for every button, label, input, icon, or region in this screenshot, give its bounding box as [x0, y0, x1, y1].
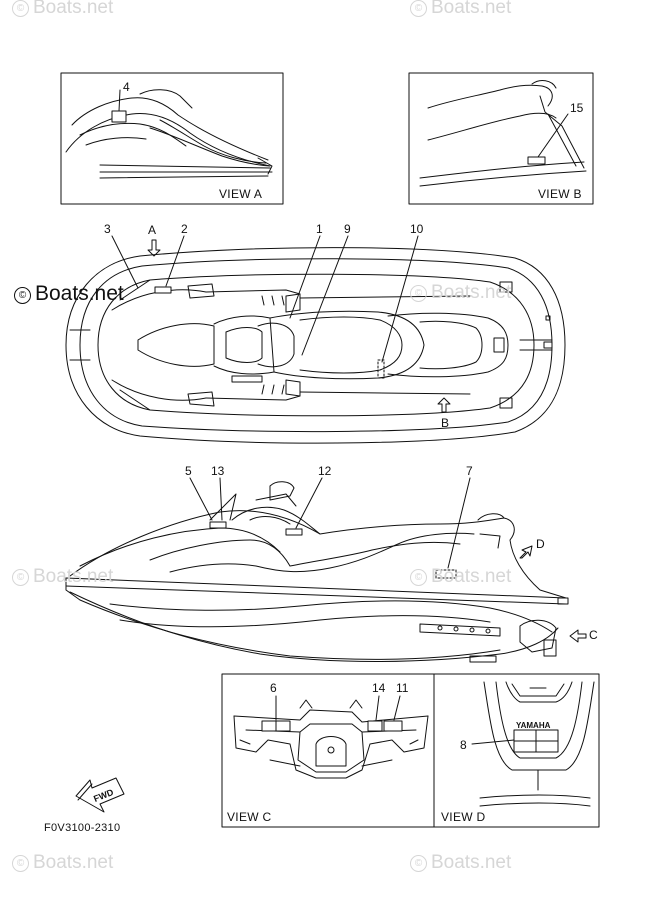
- watermark: ©Boats.net: [410, 566, 511, 588]
- watermark: ©Boats.net: [410, 0, 511, 19]
- view-c-letter: C: [589, 628, 598, 642]
- view-c-label: VIEW C: [227, 810, 272, 824]
- view-d-arrow: [519, 545, 533, 559]
- callout-8: 8: [460, 738, 467, 752]
- watermark: ©Boats.net: [12, 566, 113, 588]
- view-a-detail: [65, 89, 273, 179]
- drawing-code: F0V3100-2310: [44, 822, 121, 834]
- callout-7: 7: [466, 464, 473, 478]
- view-c-arrow: [569, 629, 587, 643]
- copyright-icon: ©: [410, 285, 427, 302]
- watermark: ©Boats.net: [410, 852, 511, 874]
- yamaha-plate-text: YAMAHA: [516, 721, 551, 730]
- view-d-letter: D: [536, 537, 545, 551]
- callout-11: 11: [396, 681, 409, 695]
- callout-4: 4: [123, 80, 130, 94]
- view-d-label: VIEW D: [441, 810, 486, 824]
- callout-2: 2: [181, 222, 188, 236]
- view-b-letter: B: [441, 416, 449, 430]
- view-a-label: VIEW A: [219, 187, 263, 201]
- watermark: ©Boats.net: [410, 282, 511, 304]
- top-view-leaders: [111, 235, 451, 413]
- copyright-icon: ©: [410, 855, 427, 872]
- callout-5: 5: [185, 464, 192, 478]
- side-view-hull: [65, 481, 569, 663]
- view-c-detail: [233, 695, 429, 779]
- view-b-frame: [408, 72, 594, 205]
- copyright-icon: ©: [410, 0, 427, 17]
- callout-6: 6: [270, 681, 277, 695]
- view-b-detail: [419, 80, 587, 187]
- callout-14: 14: [372, 681, 386, 695]
- view-cd-frame: [221, 673, 600, 828]
- copyright-icon: ©: [12, 0, 29, 17]
- callout-3: 3: [104, 222, 111, 236]
- copyright-icon: ©: [410, 569, 427, 586]
- callout-10: 10: [410, 222, 424, 236]
- top-view-hull: [65, 247, 566, 444]
- view-a-frame: [60, 72, 284, 205]
- view-a-letter: A: [148, 223, 156, 237]
- view-b-label: VIEW B: [538, 187, 582, 201]
- watermark: ©Boats.net: [12, 0, 113, 19]
- callout-12: 12: [318, 464, 332, 478]
- view-a-arrow: [147, 239, 161, 257]
- callout-13: 13: [211, 464, 225, 478]
- callout-9: 9: [344, 222, 351, 236]
- watermark: ©Boats.net: [12, 852, 113, 874]
- callout-1: 1: [316, 222, 323, 236]
- fwd-arrow-icon: [75, 777, 125, 813]
- copyright-icon: ©: [14, 287, 31, 304]
- callout-15: 15: [570, 101, 584, 115]
- watermark: ©Boats.net: [14, 282, 124, 306]
- view-d-detail: [471, 681, 595, 807]
- copyright-icon: ©: [12, 855, 29, 872]
- side-view-leaders: [189, 477, 587, 643]
- copyright-icon: ©: [12, 569, 29, 586]
- view-b-arrow: [437, 397, 451, 413]
